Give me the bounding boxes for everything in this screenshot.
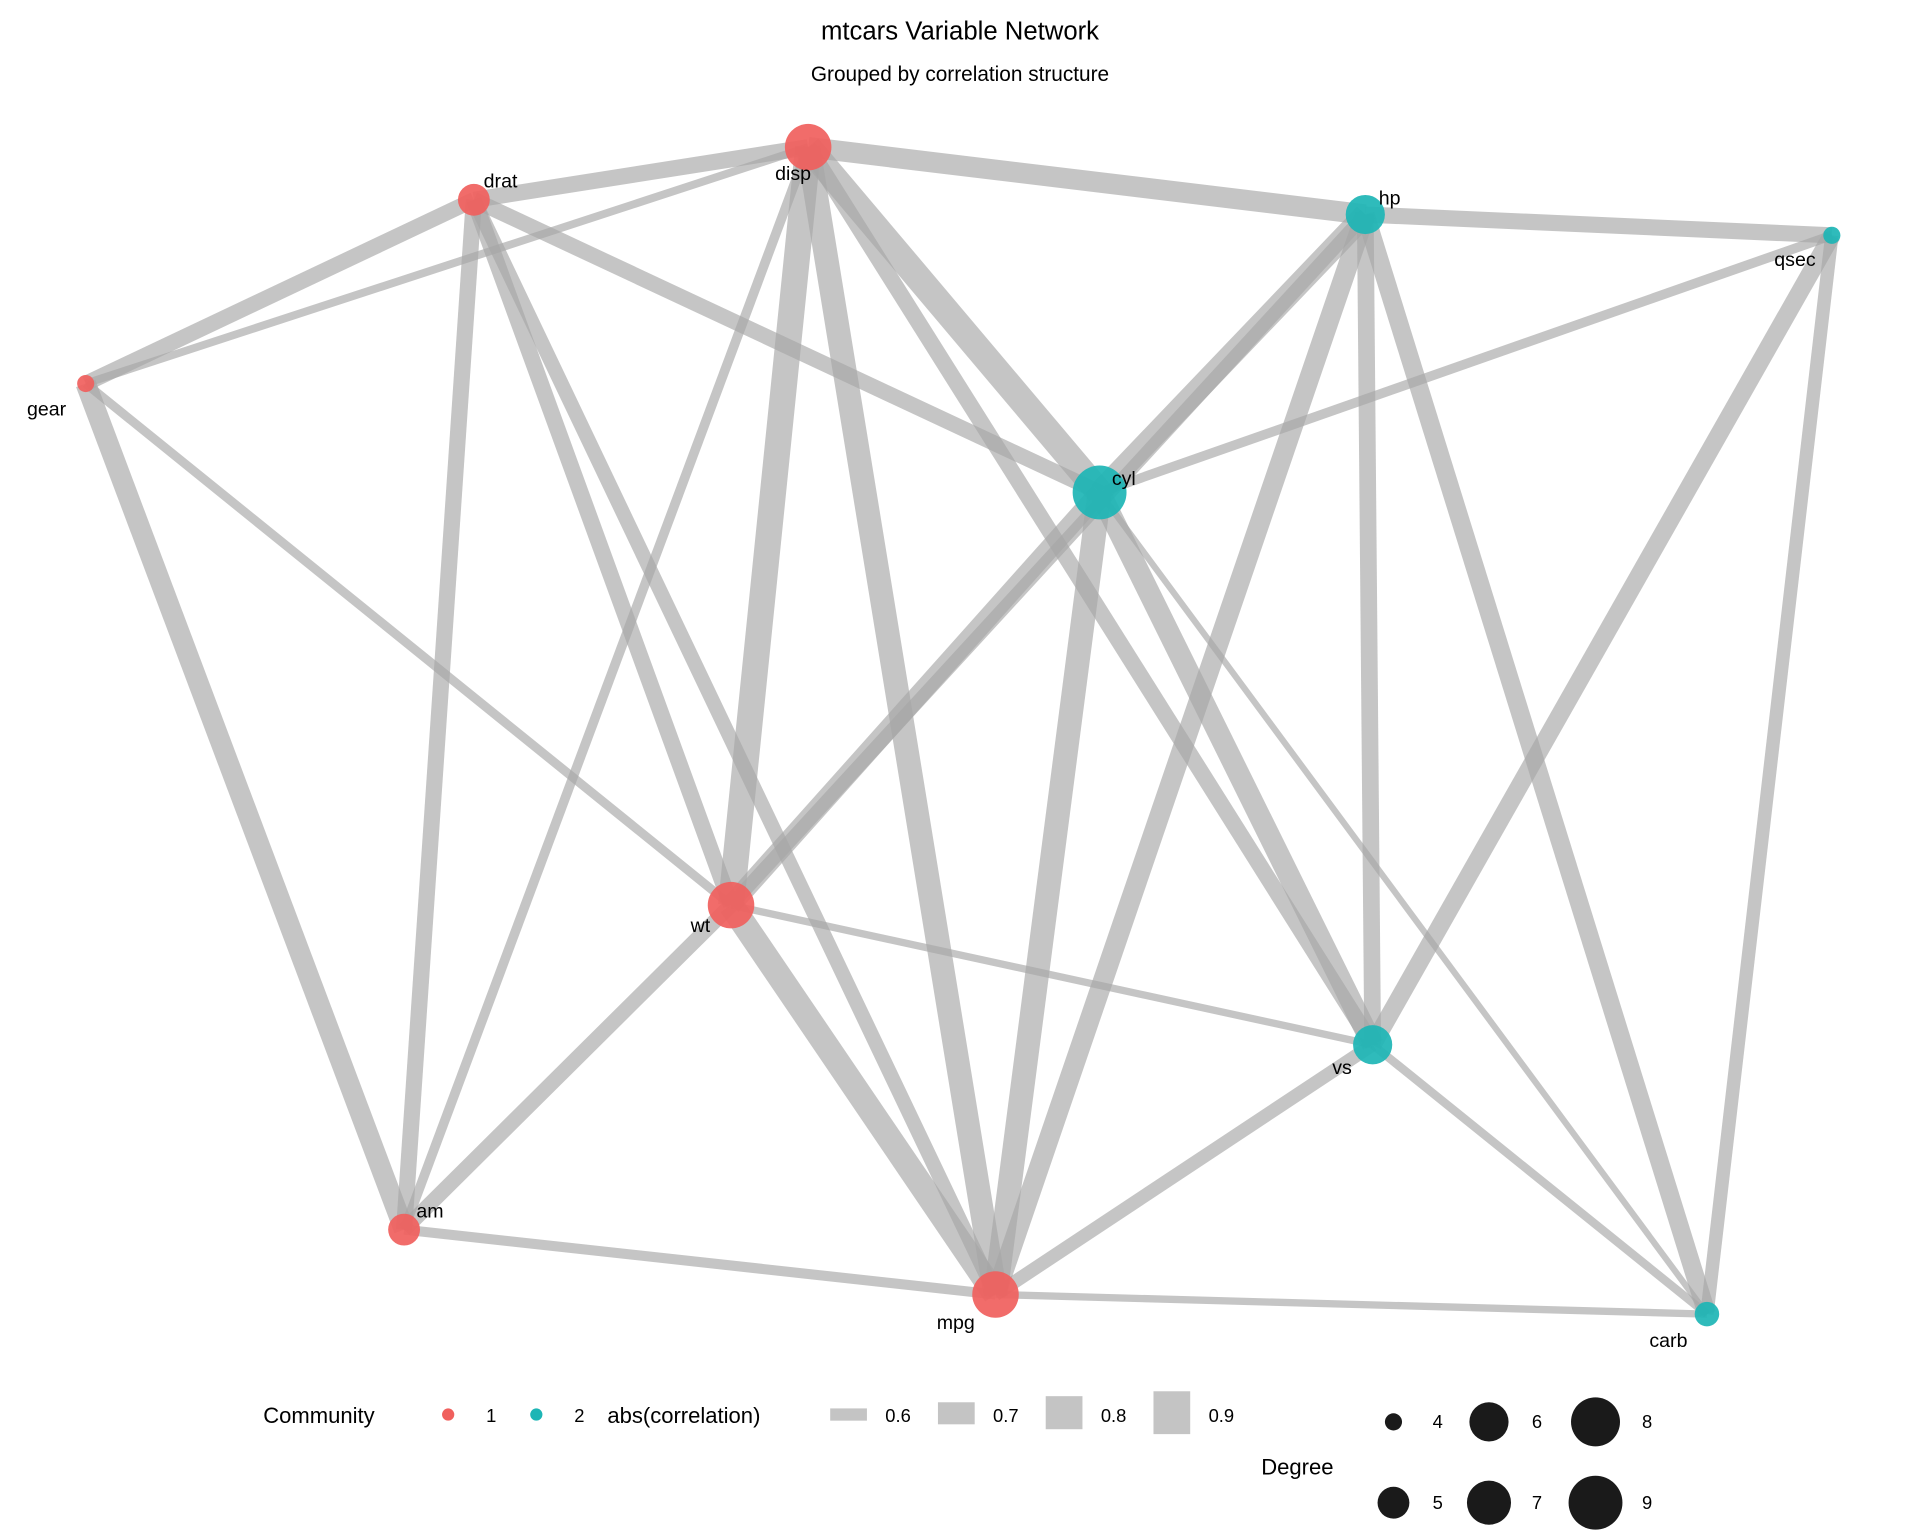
legend-degree-title: Degree [1261, 1455, 1333, 1480]
legend-correlation: abs(correlation) 0.6 0.7 0.8 0.9 [607, 1391, 1235, 1435]
edge-mpg-carb [995, 1290, 1708, 1318]
edge-hp-qsec [1364, 206, 1833, 244]
legend-correlation-title: abs(correlation) [607, 1403, 760, 1428]
edge-disp-drat [472, 139, 810, 208]
legend-community-title: Community [263, 1403, 374, 1428]
node-label-mpg: mpg [937, 1312, 975, 1334]
node-vs [1353, 1025, 1393, 1065]
edge-hp-vs [1356, 214, 1382, 1045]
node-label-carb: carb [1649, 1330, 1687, 1352]
legend-degree-5-label: 5 [1433, 1492, 1443, 1513]
edge-drat-am [396, 199, 482, 1231]
node-mpg [972, 1271, 1019, 1318]
edge-drat-wt [466, 197, 739, 908]
edge-hp-mpg [986, 211, 1375, 1298]
node-am [388, 1213, 420, 1246]
legend-degree-5-dot [1377, 1486, 1410, 1519]
node-label-gear: gear [27, 398, 67, 420]
labels-layer: disp drat hp qsec gear cyl wt vs am mpg carb [27, 163, 1816, 1352]
node-hp [1345, 194, 1385, 235]
edge-wt-mpg [720, 898, 1006, 1302]
edge-vs-carb [1370, 1041, 1710, 1318]
legend-correlation-0.9-swatch [1153, 1391, 1191, 1435]
node-label-vs: vs [1332, 1057, 1352, 1079]
legend-correlation-0.8-label: 0.8 [1101, 1405, 1127, 1426]
legend-community-2-dot [530, 1408, 543, 1421]
node-wt [707, 881, 755, 929]
legend-degree-6-label: 6 [1532, 1411, 1542, 1432]
legend-community-1-dot [442, 1408, 455, 1421]
node-carb [1694, 1301, 1720, 1327]
edge-am-mpg [403, 1224, 997, 1300]
edge-disp-gear [84, 143, 810, 388]
legend-correlation-0.6-label: 0.6 [885, 1405, 911, 1426]
legend-correlation-0.7-swatch [937, 1402, 975, 1425]
legend-degree: Degree 4 6 8 5 7 9 [1261, 1397, 1652, 1530]
plot-subtitle: Grouped by correlation structure [811, 63, 1109, 86]
legend-community-1-label: 1 [486, 1405, 496, 1426]
edge-wt-vs [730, 901, 1374, 1049]
node-cyl [1072, 465, 1127, 520]
legend-degree-4-dot [1384, 1413, 1403, 1431]
node-gear [77, 374, 95, 393]
edges-layer [76, 136, 1840, 1318]
legend-degree-8-dot [1571, 1397, 1620, 1447]
edge-vs-mpg [991, 1039, 1377, 1301]
node-label-hp: hp [1379, 188, 1401, 210]
legend-degree-9-label: 9 [1642, 1492, 1652, 1513]
edge-wt-am [398, 899, 737, 1235]
edge-cyl-carb [1097, 490, 1710, 1316]
legend-correlation-0.7-label: 0.7 [993, 1405, 1019, 1426]
legend-correlation-0.8-swatch [1045, 1396, 1083, 1430]
nodes-layer [77, 123, 1841, 1327]
node-label-disp: disp [775, 163, 811, 185]
edge-qsec-carb [1700, 234, 1839, 1315]
edge-cyl-wt [723, 485, 1108, 912]
legend-correlation-0.9-label: 0.9 [1209, 1405, 1235, 1426]
node-drat [457, 183, 490, 216]
edge-disp-cyl [797, 138, 1110, 502]
edge-gear-am [76, 379, 414, 1234]
node-label-drat: drat [484, 171, 518, 193]
edge-drat-gear [82, 192, 478, 391]
edge-cyl-vs [1089, 487, 1383, 1050]
edge-qsec-vs [1364, 230, 1840, 1050]
edge-disp-hp [806, 136, 1367, 225]
legend-degree-4-label: 4 [1433, 1411, 1443, 1432]
node-qsec [1823, 226, 1841, 244]
node-label-qsec: qsec [1774, 249, 1816, 271]
legend-degree-6-dot [1469, 1402, 1509, 1442]
legend-degree-9-dot [1568, 1475, 1623, 1530]
edge-drat-mpg [467, 196, 1003, 1298]
node-label-wt: wt [690, 915, 711, 937]
edge-cyl-mpg [983, 490, 1112, 1297]
legend-degree-8-label: 8 [1642, 1411, 1652, 1432]
legend-community: Community 1 2 [263, 1403, 584, 1428]
legend-degree-7-dot [1466, 1480, 1512, 1525]
plot-title: mtcars Variable Network [821, 17, 1099, 45]
legend-degree-7-label: 7 [1532, 1492, 1542, 1513]
edge-drat-cyl [470, 192, 1103, 500]
legend-correlation-0.6-swatch [830, 1408, 867, 1421]
node-label-cyl: cyl [1112, 468, 1136, 490]
node-disp [784, 123, 832, 171]
node-label-am: am [416, 1200, 443, 1222]
edge-qsec-cyl [1098, 230, 1834, 497]
edge-gear-wt [82, 380, 734, 909]
legend-community-2-label: 2 [574, 1405, 584, 1426]
